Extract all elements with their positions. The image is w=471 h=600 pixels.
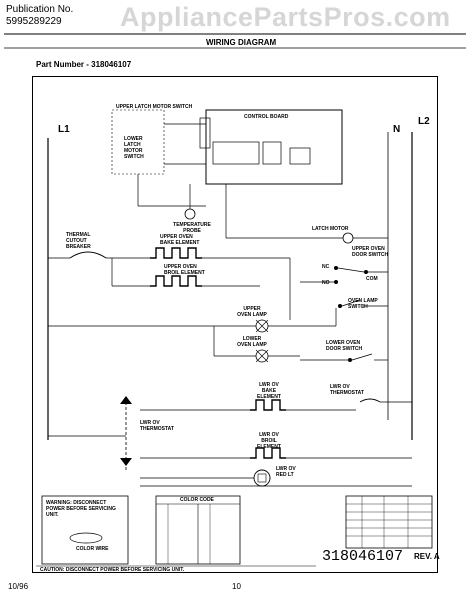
color-wire-oval	[69, 532, 103, 544]
lower-thermostat-label: LWR OV THERMOSTAT	[330, 384, 364, 396]
board-connector	[199, 117, 211, 149]
color-code-title: COLOR CODE	[180, 497, 214, 503]
lower-lamp-label: LWR OV RED LT	[276, 466, 296, 478]
nc-label: NC	[322, 264, 330, 270]
upper-bake-element-symbol	[150, 247, 202, 259]
lower-broil-element-symbol	[250, 447, 286, 459]
diagram-title: WIRING DIAGRAM	[206, 38, 277, 47]
publication-number: 5995289229	[6, 16, 62, 27]
lower-oven-lamp-label: LOWER OVEN LAMP	[237, 336, 267, 348]
latch-motor-symbol	[342, 232, 354, 244]
upper-door-switch-label: UPPER OVEN DOOR SWITCH	[352, 246, 389, 258]
transformer-block	[289, 147, 311, 165]
l2-label: L2	[418, 116, 430, 127]
big-part-number: 318046107	[322, 548, 404, 565]
nc-contact	[334, 266, 338, 270]
com-label: COM	[366, 276, 378, 282]
upper-bake-element-label: UPPER OVEN BAKE ELEMENT	[160, 234, 200, 246]
lower-oven-thermostat-left-label: LWR OV THERMOSTAT	[140, 420, 174, 432]
lamp-switch-arm	[341, 299, 361, 307]
lower-thermostat-symbol	[359, 398, 381, 403]
bottom-caution-text: CAUTION: DISCONNECT POWER BEFORE SERVICI…	[40, 567, 185, 573]
control-board-box	[205, 109, 343, 185]
lower-latch-switch-label: LOWER LATCH MOTOR SWITCH	[124, 136, 144, 160]
no-label: NO	[322, 280, 330, 286]
temperature-probe-symbol	[184, 208, 196, 220]
warning-box	[41, 495, 129, 565]
color-wire-label: COLOR WIRE	[76, 546, 109, 552]
relay-block-2	[262, 141, 282, 165]
thermal-cutout-symbol	[69, 251, 107, 259]
lower-door-switch-label: LOWER OVEN DOOR SWITCH	[326, 340, 363, 352]
thermostat-arrow	[120, 396, 132, 404]
revision-label: REV. A	[414, 552, 440, 561]
upper-broil-element-symbol	[150, 275, 202, 287]
lower-lamp-symbol	[253, 469, 271, 487]
lower-broil-element-label: LWR OV BROIL ELEMENT	[257, 432, 281, 450]
com-contact	[364, 270, 368, 274]
neutral-label: N	[393, 124, 401, 135]
lower-door-switch-contact	[348, 358, 352, 362]
upper-oven-lamp-label: UPPER OVEN LAMP	[237, 306, 267, 318]
lower-bake-element-symbol	[250, 399, 286, 411]
l1-label: L1	[58, 124, 70, 135]
lower-door-switch-arm	[351, 353, 373, 361]
upper-latch-switch-label: UPPER LATCH MOTOR SWITCH	[116, 104, 193, 110]
no-contact	[334, 280, 338, 284]
footer-page-number: 10	[232, 582, 241, 591]
temperature-probe-label: TEMPERATURE PROBE	[173, 222, 211, 234]
part-number-label: Part Number - 318046107	[36, 60, 132, 69]
publication-label: Publication No.	[6, 4, 74, 15]
schedule-table	[345, 495, 433, 549]
footer-date: 10/96	[8, 582, 29, 591]
switch-arm	[337, 267, 365, 273]
watermark: AppliancePartsPros.com	[120, 2, 451, 32]
diagram-frame	[32, 76, 438, 573]
relay-block	[212, 141, 260, 165]
warning-text: WARNING: DISCONNECT POWER BEFORE SERVICI…	[46, 500, 116, 518]
thermal-cutout-label: THERMAL CUTOUT BREAKER	[66, 232, 91, 250]
control-board-label: CONTROL BOARD	[244, 114, 289, 120]
thermostat-arrow-2	[120, 458, 132, 466]
oven-lamp-switch-label: OVEN LAMP SWITCH	[348, 298, 378, 310]
upper-broil-element-label: UPPER OVEN BROIL ELEMENT	[164, 264, 205, 276]
lower-bake-element-label: LWR OV BAKE ELEMENT	[257, 382, 281, 400]
lamp-switch-contact	[338, 304, 342, 308]
latch-motor-label: LATCH MOTOR	[312, 226, 349, 232]
